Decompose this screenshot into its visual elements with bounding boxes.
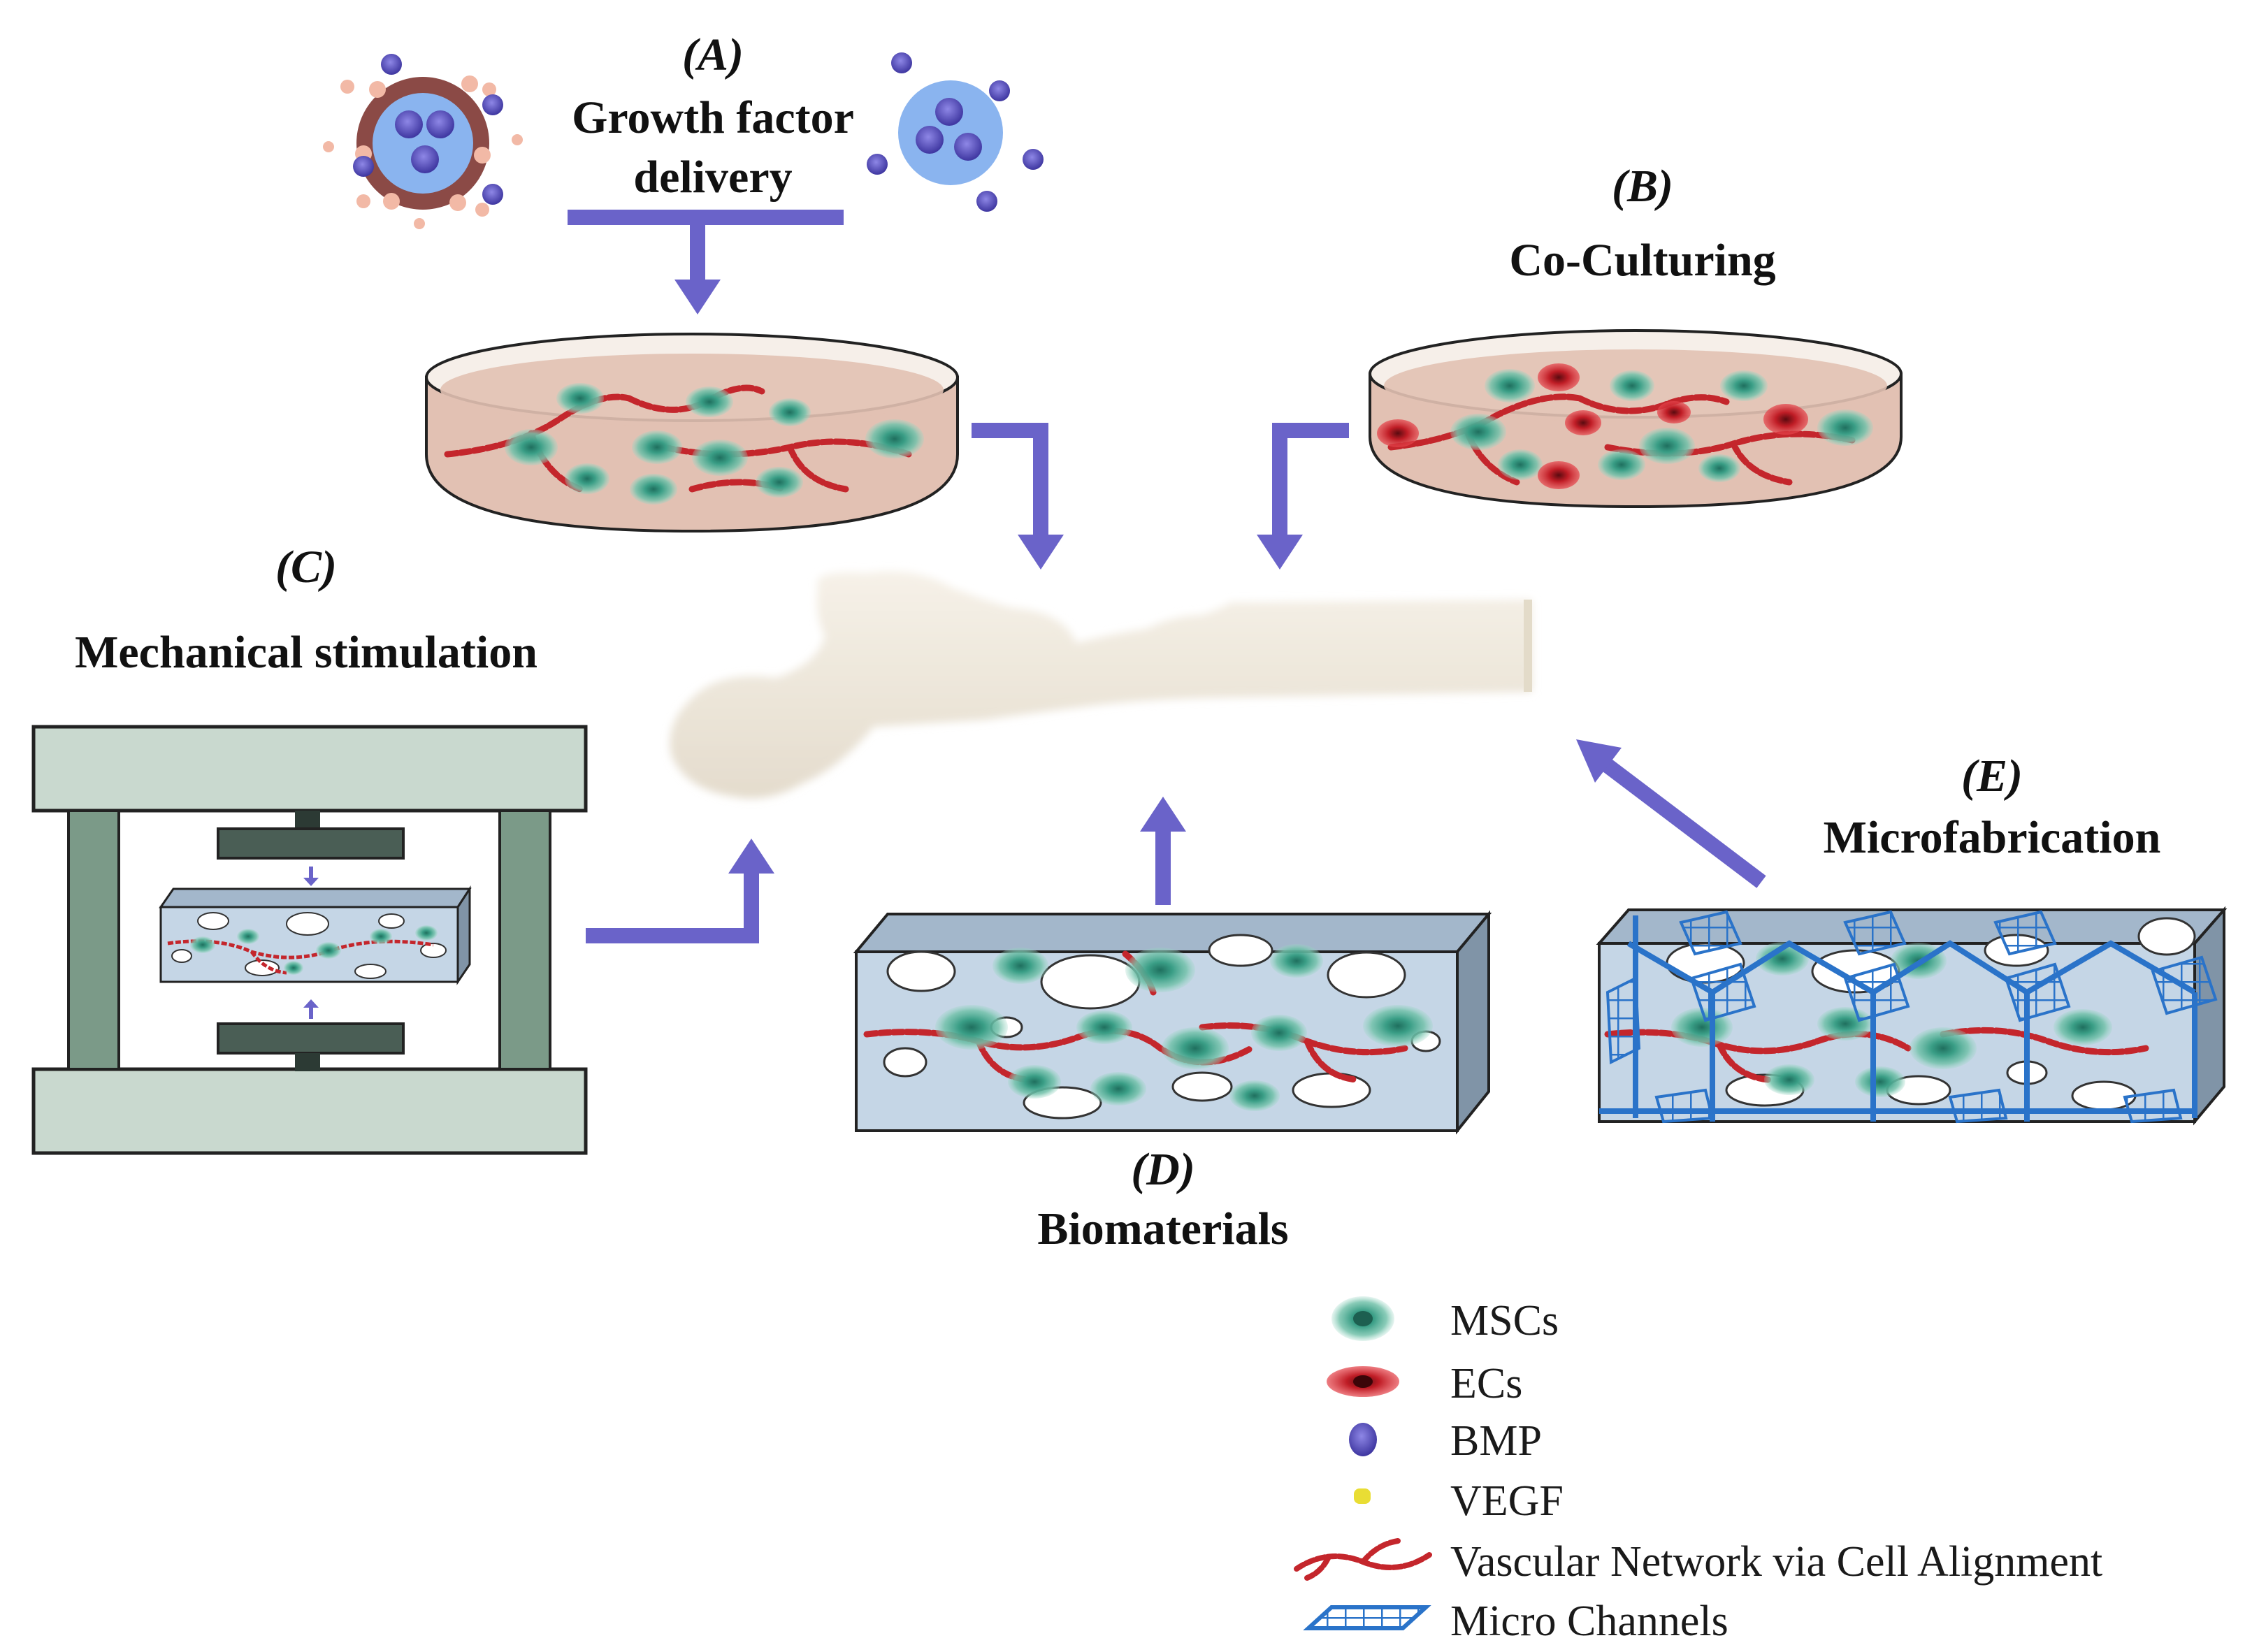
legend-label-ecs: ECs <box>1450 1360 1522 1407</box>
lower-press-plate <box>217 1022 405 1071</box>
panel-e: (E) Microfabrication <box>1824 751 2161 863</box>
micro-channel-icon <box>1303 1605 1431 1630</box>
panel-d-to-bone-arrow <box>1140 797 1186 905</box>
legend-label-mscs: MSCs <box>1450 1297 1559 1345</box>
panel-c-to-bone-arrow <box>586 839 774 943</box>
msc-cell-icon <box>1331 1296 1394 1341</box>
dish-a-to-bone-arrow <box>972 423 1064 570</box>
legend-label-vascular-network: Vascular Network via Cell Alignment <box>1450 1538 2102 1586</box>
msc-cells <box>935 944 1433 1111</box>
petri-dish-b <box>1369 329 1903 509</box>
panel-d: (D) Biomaterials <box>1037 1144 1288 1254</box>
biomaterial-scaffold <box>853 910 1492 1135</box>
panel-a-down-arrow <box>568 210 844 314</box>
ec-cell-icon <box>1327 1366 1399 1397</box>
panel-a-title-line2: delivery <box>633 152 792 203</box>
panel-c-letter: (C) <box>275 542 337 593</box>
femur-bone <box>670 571 1533 799</box>
upper-press-plate <box>217 811 405 860</box>
panel-d-letter: (D) <box>1131 1144 1195 1195</box>
panel-b: (B) Co-Culturing <box>1509 161 1775 286</box>
compression-arrows <box>303 867 319 1019</box>
compression-device <box>31 725 588 1155</box>
legend: MSCs ECs BMP VEGF Vascular Network via C… <box>1294 1296 2102 1645</box>
ec-cells <box>1377 363 1808 489</box>
nanoparticle-with-shell-icon <box>323 54 523 229</box>
panel-a-letter: (A) <box>682 29 744 80</box>
panel-c: (C) Mechanical stimulation <box>75 542 537 678</box>
legend-label-bmp: BMP <box>1450 1417 1542 1465</box>
microfabricated-scaffold <box>1596 906 2228 1126</box>
panel-a: (A) Growth factor delivery <box>323 29 1044 314</box>
panel-d-title: Biomaterials <box>1037 1203 1288 1254</box>
panel-e-letter: (E) <box>1961 751 2023 802</box>
bmp-particle-icon <box>1349 1423 1377 1456</box>
nanoparticle-icon <box>867 52 1044 212</box>
panel-c-title: Mechanical stimulation <box>75 627 537 678</box>
panel-e-to-bone-arrow <box>1576 739 1766 888</box>
panel-b-letter: (B) <box>1612 161 1673 212</box>
mini-scaffold <box>159 885 472 985</box>
vascular-network-icon <box>1294 1538 1432 1581</box>
msc-cells <box>505 383 924 505</box>
vegf-particle-icon <box>1354 1488 1371 1504</box>
legend-label-micro-channels: Micro Channels <box>1450 1597 1728 1645</box>
msc-cells <box>1450 369 1873 482</box>
petri-dish-a <box>425 333 959 533</box>
panel-e-title: Microfabrication <box>1824 812 2161 863</box>
panel-a-title-line1: Growth factor <box>572 92 854 143</box>
dish-b-to-bone-arrow <box>1257 423 1349 570</box>
micro-channel-grids <box>1605 910 2218 1124</box>
legend-label-vegf: VEGF <box>1450 1477 1564 1525</box>
panel-b-title: Co-Culturing <box>1509 235 1775 286</box>
